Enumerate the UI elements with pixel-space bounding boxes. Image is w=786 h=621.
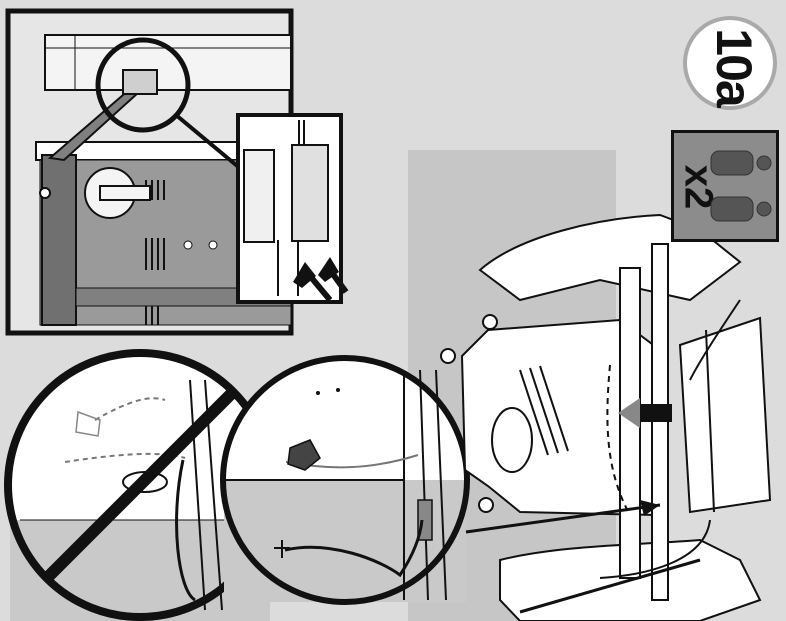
step-badge: 10a — [683, 16, 777, 110]
two-person-badge: x2 — [671, 130, 779, 242]
correct-routing-circle — [223, 358, 467, 602]
step-label: 10a — [705, 28, 763, 105]
person-icon — [674, 133, 776, 239]
bracket-detail-inset — [8, 11, 346, 333]
